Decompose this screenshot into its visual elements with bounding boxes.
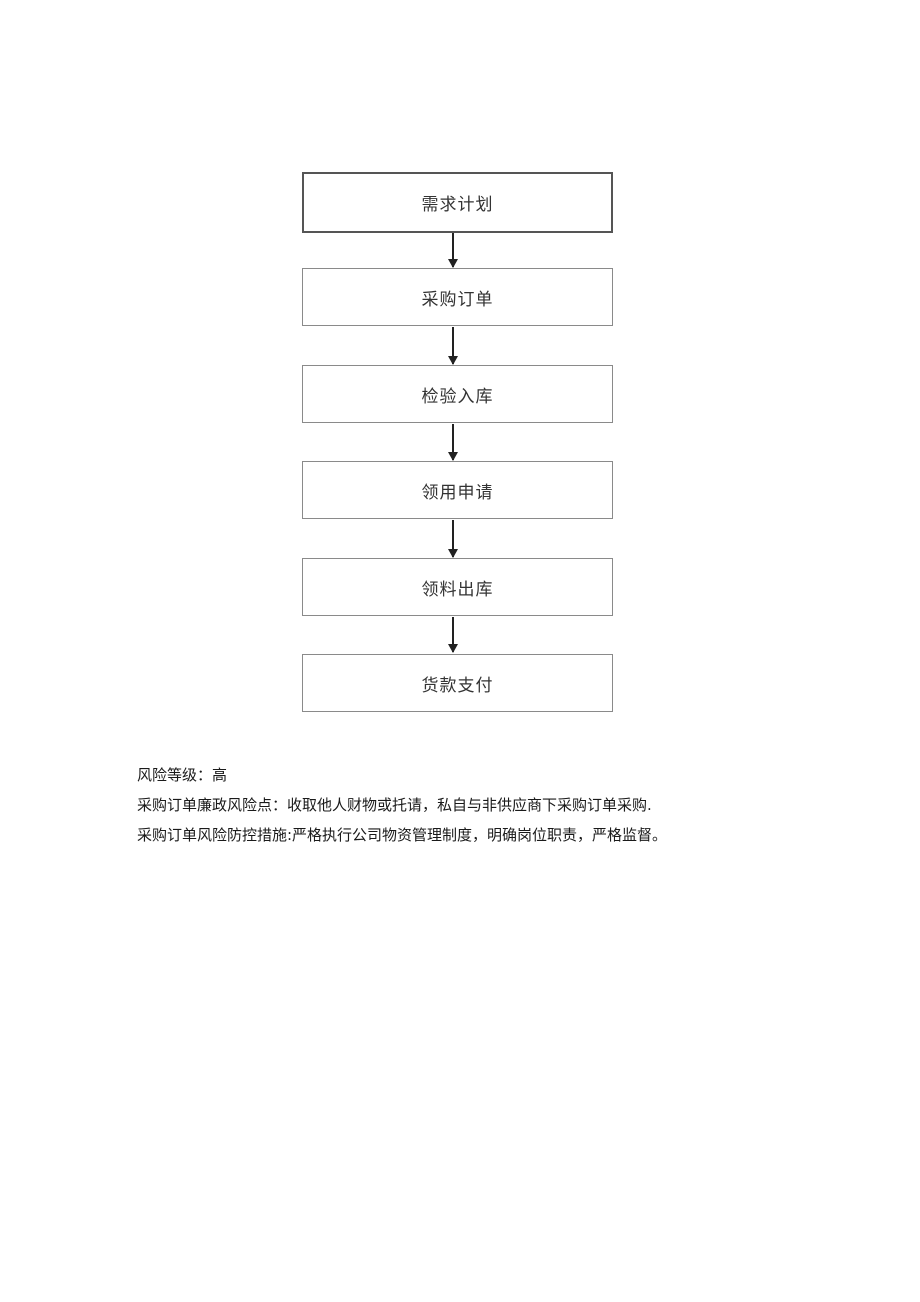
control-measures-text: 采购订单风险防控措施:严格执行公司物资管理制度，明确岗位职责，严格监督。 xyxy=(137,826,668,844)
flow-step-purchase-order: 采购订单 xyxy=(302,268,613,326)
flow-step-label: 检验入库 xyxy=(421,386,494,407)
arrow-down-icon xyxy=(448,233,458,268)
flow-step-material-issue: 领料出库 xyxy=(302,558,613,616)
flow-step-payment: 货款支付 xyxy=(302,654,613,712)
procurement-flowchart: 需求计划 采购订单 检验入库 领用申请 领料出库 货款支付 xyxy=(302,172,613,712)
flow-step-label: 采购订单 xyxy=(421,289,494,310)
flow-step-inspection-storage: 检验入库 xyxy=(302,365,613,423)
risk-level-text: 风险等级：高 xyxy=(137,766,228,784)
flow-step-label: 领料出库 xyxy=(421,579,494,600)
arrow-down-icon xyxy=(448,617,458,653)
risk-point-text: 采购订单廉政风险点：收取他人财物或托请，私自与非供应商下采购订单采购. xyxy=(137,796,652,814)
flow-step-label: 领用申请 xyxy=(421,482,494,503)
flow-step-requisition-request: 领用申请 xyxy=(302,461,613,519)
arrow-down-icon xyxy=(448,520,458,558)
flow-step-label: 需求计划 xyxy=(421,195,494,215)
arrow-down-icon xyxy=(448,327,458,365)
flow-step-label: 货款支付 xyxy=(421,675,494,696)
flow-step-demand-plan: 需求计划 xyxy=(302,172,613,233)
arrow-down-icon xyxy=(448,424,458,461)
risk-notes: 风险等级：高 采购订单廉政风险点：收取他人财物或托请，私自与非供应商下采购订单采… xyxy=(137,764,837,854)
